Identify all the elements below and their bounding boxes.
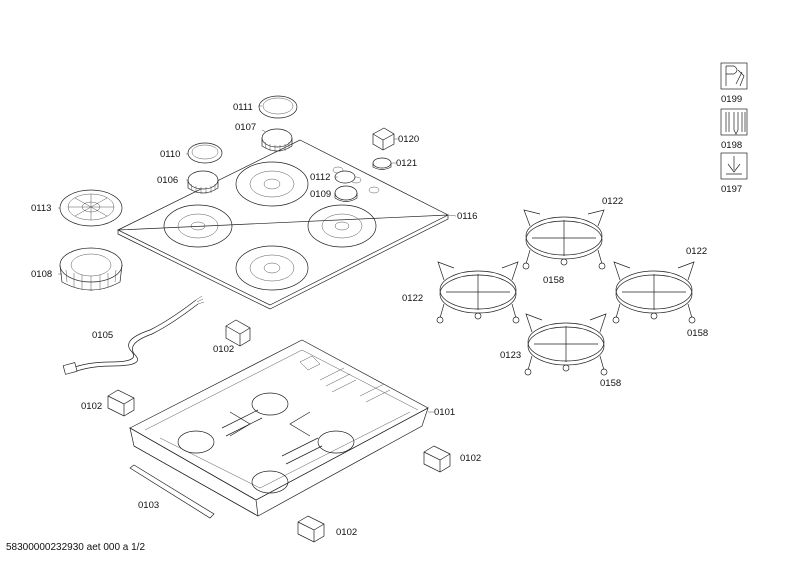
label-0109: 0109 [310,189,331,200]
label-0103: 0103 [138,500,159,511]
label-0102-top: 0102 [213,344,234,355]
label-0106: 0106 [157,175,178,186]
label-0198: 0198 [721,140,742,151]
label-0107: 0107 [235,122,256,133]
leader-lines [58,105,457,413]
control-knob-0120[interactable] [372,127,395,151]
label-0199: 0199 [721,94,742,105]
wrench-document-icon[interactable]: 0199 [720,62,748,105]
knob-bezel-0121[interactable] [372,157,392,170]
pan-support-lower-0123[interactable] [524,313,608,376]
label-0111: 0111 [233,102,253,113]
wok-burner-cap-0113[interactable] [59,189,123,227]
burner-cap-0111[interactable] [258,95,298,119]
bottom-tray-0101[interactable] [129,339,429,517]
label-0102-bottom: 0102 [336,527,357,538]
tools-icon[interactable]: 0198 [720,108,748,151]
clip-0102-top[interactable] [225,319,251,347]
label-0120: 0120 [398,134,419,145]
pan-support-left-0122[interactable] [436,261,520,324]
label-0110: 0110 [160,149,180,160]
label-0102-right: 0102 [460,453,481,464]
burner-cap-0110[interactable] [187,142,223,164]
label-0116: 0116 [457,211,477,222]
label-0108: 0108 [31,269,52,280]
burner-well-back [235,161,309,207]
label-0105: 0105 [92,330,113,341]
pan-support-upper-0122[interactable] [522,209,606,270]
label-0121: 0121 [396,158,417,169]
label-0122-left: 0122 [402,293,423,304]
label-0158-lower: 0158 [600,378,621,389]
clip-0102-right[interactable] [423,445,451,473]
label-0112: 0112 [310,172,330,183]
label-0158-upper: 0158 [543,275,564,286]
mains-cable-0105[interactable] [62,295,205,375]
clip-0102-bottom[interactable] [297,515,325,543]
burner-well-left [163,204,233,248]
part-labels: 0111 0107 0120 0110 0121 0112 0106 0109 … [31,102,708,538]
burner-crown-0109[interactable] [334,185,358,202]
burner-well-right [307,204,377,248]
label-0197: 0197 [721,184,742,195]
label-0122-upper: 0122 [602,196,623,207]
label-0101: 0101 [434,407,455,418]
label-0123: 0123 [500,350,521,361]
label-0113: 0113 [31,203,51,214]
burner-well-front [235,245,309,291]
seal-strip-0103[interactable] [129,464,215,519]
clip-0102-left[interactable] [107,389,135,417]
burner-crown-0106[interactable] [187,170,219,194]
installation-arrow-icon[interactable]: 0197 [720,152,748,195]
documentation-icons: 0199 0198 0197 [720,62,748,195]
label-0158-right: 0158 [687,328,708,339]
pan-support-right-0122[interactable] [612,261,696,324]
document-id: 58300000232930 aet 000 a 1/2 [6,542,146,553]
label-0102-left: 0102 [81,401,102,412]
label-0122-right: 0122 [686,246,707,257]
cooktop-plate[interactable] [117,139,449,310]
burner-crown-0107[interactable] [261,128,293,152]
wok-burner-body-0108[interactable] [59,247,123,291]
